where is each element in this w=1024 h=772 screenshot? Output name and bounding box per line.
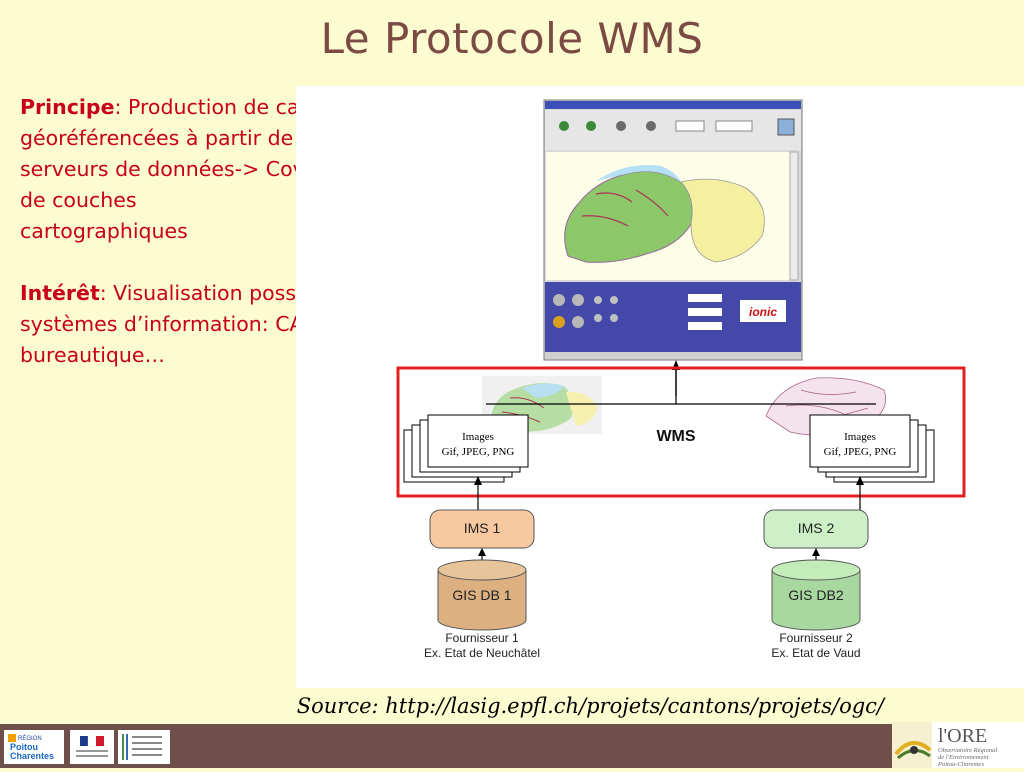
region-logo-line1: RÉGION bbox=[18, 735, 42, 742]
panel-icon-1 bbox=[553, 294, 565, 306]
map-borders bbox=[581, 189, 669, 227]
db2-label: GIS DB2 bbox=[788, 587, 843, 603]
client-window-screenshot: ionic bbox=[543, 99, 803, 361]
wms-frame bbox=[396, 366, 966, 498]
wms-diagram: ionic WMS Images Gif, J bbox=[396, 99, 966, 660]
principle-line-2: de couches bbox=[20, 188, 137, 212]
ims1-label: IMS 1 bbox=[464, 520, 501, 536]
toolbar-icon-1 bbox=[559, 121, 569, 131]
panel-icon-4 bbox=[572, 316, 584, 328]
footer-bar: RÉGION Poitou Charentes bbox=[0, 724, 1024, 768]
toolbar-select bbox=[675, 120, 705, 132]
gis-db2-cylinder: GIS DB2 bbox=[771, 559, 861, 631]
republique-logo bbox=[70, 730, 114, 764]
wms-label: WMS bbox=[656, 428, 695, 445]
panel-field-3 bbox=[688, 322, 722, 330]
map-region-blue bbox=[596, 165, 681, 182]
wms-architecture-figure: ionic WMS Images Gif, J bbox=[296, 86, 1024, 688]
images-left-title: Images bbox=[462, 431, 494, 443]
map-region-yellow bbox=[680, 178, 765, 263]
toolbar-icon-2 bbox=[586, 121, 596, 131]
client-window-titlebar bbox=[545, 101, 801, 109]
toolbar-icon-3 bbox=[616, 121, 626, 131]
ore-sub-line3: Poitou-Charentes bbox=[937, 761, 984, 768]
ore-logo: l'ORE Observatoire Régional de l'Environ… bbox=[892, 722, 1024, 768]
region-logo: RÉGION Poitou Charentes bbox=[4, 730, 64, 764]
panel-icon-3 bbox=[553, 316, 565, 328]
ministry-logo bbox=[118, 730, 170, 764]
client-logo-box bbox=[740, 300, 786, 322]
images-stack-right: Images Gif, JPEG, PNG bbox=[809, 414, 935, 483]
slide-title: Le Protocole WMS bbox=[320, 14, 704, 63]
ore-sub-line2: de l'Environnement bbox=[938, 754, 989, 761]
images-right-formats: Gif, JPEG, PNG bbox=[824, 446, 897, 458]
client-window-toolbar bbox=[545, 110, 801, 150]
client-statusbar bbox=[545, 352, 801, 359]
toolbar-square-icon bbox=[777, 118, 795, 136]
db1-label: GIS DB 1 bbox=[452, 587, 511, 603]
ore-logo-text: l'ORE bbox=[938, 725, 987, 747]
source-text: Source: http://lasig.epfl.ch/projets/can… bbox=[296, 694, 884, 718]
footer-logos: RÉGION Poitou Charentes bbox=[4, 730, 170, 764]
ims2-label: IMS 2 bbox=[798, 520, 835, 536]
eye-icon bbox=[910, 746, 918, 754]
toolbar-icon-4 bbox=[646, 121, 656, 131]
client-map-scrollbar bbox=[789, 151, 799, 281]
panel-field-1 bbox=[688, 294, 722, 302]
region-logo-line3: Charentes bbox=[10, 751, 54, 761]
provider1-example: Ex. Etat de Neuchâtel bbox=[424, 646, 540, 660]
panel-field-2 bbox=[688, 308, 722, 316]
principle-line-3: cartographiques bbox=[20, 219, 188, 243]
provider2-example: Ex. Etat de Vaud bbox=[771, 646, 860, 660]
region-logo-line2: Poitou bbox=[10, 742, 38, 752]
client-logo-text: ionic bbox=[749, 305, 777, 319]
source-citation: Source: http://lasig.epfl.ch/projets/can… bbox=[0, 694, 1024, 718]
images-left-formats: Gif, JPEG, PNG bbox=[442, 446, 515, 458]
principle-keyword: Principe bbox=[20, 95, 115, 119]
gis-db1-cylinder: GIS DB 1 bbox=[437, 559, 527, 631]
ore-sub-line1: Observatoire Régional bbox=[938, 747, 997, 754]
toolbar-button bbox=[715, 120, 753, 132]
provider2-name: Fournisseur 2 bbox=[779, 631, 853, 645]
interest-keyword: Intérêt bbox=[20, 281, 100, 305]
provider1-name: Fournisseur 1 bbox=[445, 631, 519, 645]
panel-icon-2 bbox=[572, 294, 584, 306]
images-stack-left: Images Gif, JPEG, PNG bbox=[403, 414, 529, 483]
images-right-title: Images bbox=[844, 431, 876, 443]
